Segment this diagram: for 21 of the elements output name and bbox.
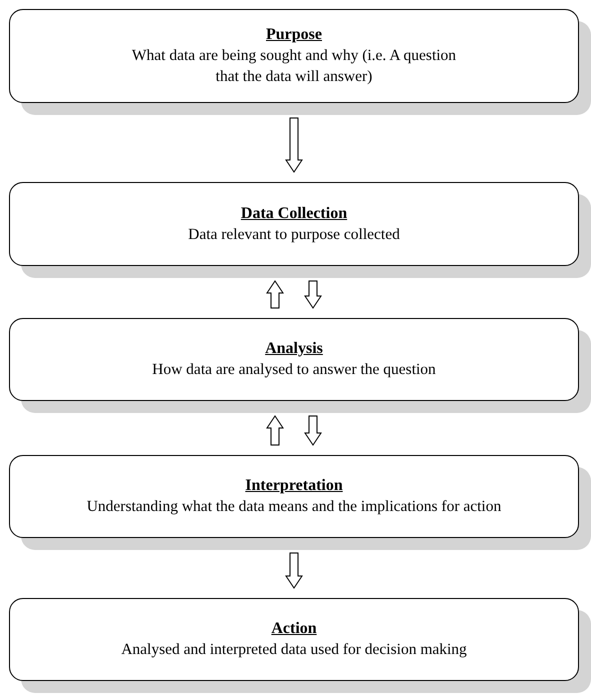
box-heading: Purpose — [266, 25, 322, 45]
process-box — [9, 598, 579, 681]
box-description: Data relevant to purpose collected — [188, 224, 400, 244]
box-description: Analysed and interpreted data used for decision making — [121, 640, 467, 660]
process-box — [9, 455, 579, 538]
process-box — [9, 318, 579, 401]
box-description: What data are being sought and why (i.e. A question that the data will answer) — [130, 46, 458, 87]
box-heading: Interpretation — [245, 476, 343, 496]
hollow-arrow — [266, 280, 284, 308]
box-heading: Data Collection — [240, 204, 348, 224]
box-description: How data are analysed to answer the question — [152, 360, 436, 380]
box-heading: Analysis — [265, 339, 323, 359]
hollow-arrow — [304, 416, 322, 446]
box-heading: Action — [271, 619, 317, 639]
process-box — [9, 182, 579, 266]
hollow-arrow — [304, 280, 322, 309]
process-box — [9, 9, 579, 103]
hollow-arrow — [285, 118, 303, 173]
hollow-arrow — [285, 552, 303, 589]
hollow-arrow — [266, 415, 284, 446]
box-description: Understanding what the data means and the implications for action — [86, 497, 502, 517]
